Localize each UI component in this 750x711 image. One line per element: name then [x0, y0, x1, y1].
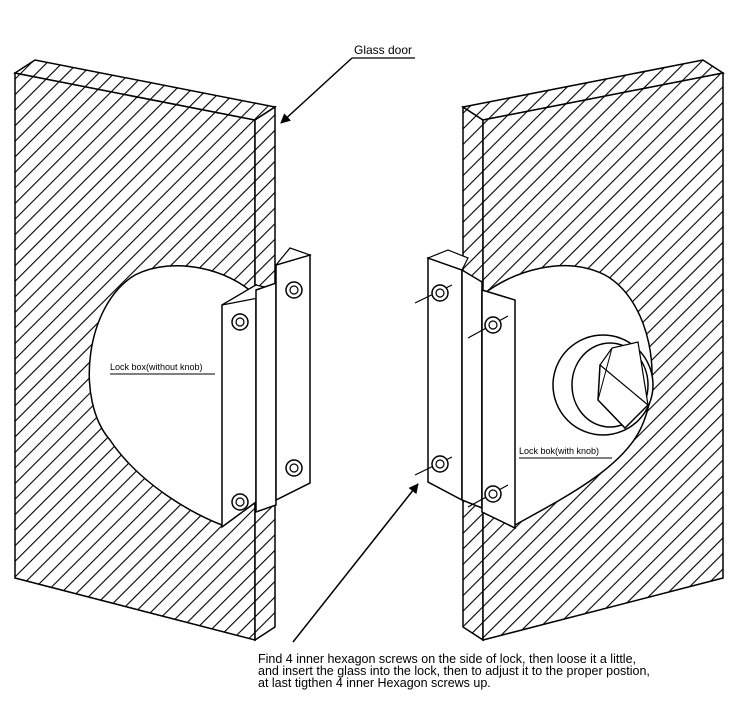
- instruction-line-1: Find 4 inner hexagon screws on the side …: [258, 652, 636, 666]
- lock-box-right-callout: Lock bok(with knob): [519, 446, 612, 459]
- lock-box-right-label: Lock bok(with knob): [519, 446, 599, 456]
- screw-icon: [414, 455, 453, 476]
- screw-icon: [285, 281, 303, 299]
- instruction-arrow: [292, 483, 419, 643]
- instruction-text: Find 4 inner hexagon screws on the side …: [258, 652, 738, 690]
- screw-icon: [467, 315, 509, 339]
- instruction-line-2: and insert the glass into the lock, then…: [258, 664, 650, 678]
- knob-icon: [552, 334, 654, 436]
- glass-door-callout: Glass door: [280, 43, 415, 124]
- lock-box-left-callout: Lock box(without knob): [110, 362, 215, 375]
- instruction-line-3: at last tigthen 4 inner Hexagon screws u…: [258, 676, 491, 690]
- screw-icon: [231, 313, 249, 331]
- screw-icon: [231, 493, 249, 511]
- screw-icon: [467, 484, 509, 508]
- right-lock-box: [414, 249, 654, 530]
- screw-icon: [285, 459, 303, 477]
- screw-icon: [414, 284, 453, 304]
- lock-box-left-label: Lock box(without knob): [110, 362, 203, 372]
- glass-door-label: Glass door: [354, 43, 412, 57]
- left-lock-box: [88, 247, 312, 529]
